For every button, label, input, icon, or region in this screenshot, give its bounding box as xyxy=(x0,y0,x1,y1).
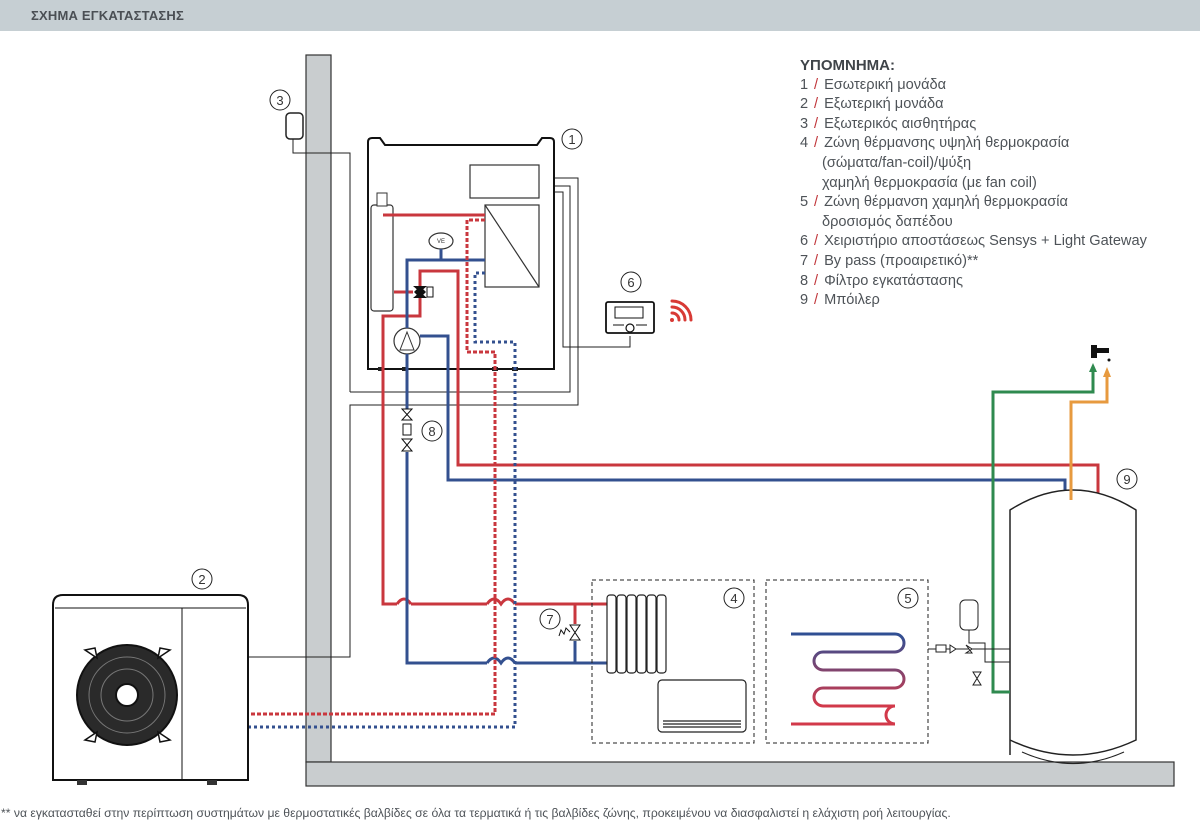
header-bar: ΣΧΗΜΑ ΕΓΚΑΤΑΣΤΑΣΗΣ xyxy=(0,0,1200,31)
legend-item-text: Εξωτερικός αισθητήρας xyxy=(824,115,977,132)
svg-text:4: 4 xyxy=(730,591,737,606)
legend-item: 1 / Εσωτερική μονάδα xyxy=(800,76,1147,96)
wifi-icon xyxy=(670,299,693,322)
svg-text:5: 5 xyxy=(904,591,911,606)
callout-4: 4 xyxy=(723,587,745,609)
legend-item-number: 8 xyxy=(800,272,809,289)
svg-text:6: 6 xyxy=(627,275,634,290)
legend-item-text: By pass (προαιρετικό)** xyxy=(824,252,979,269)
legend-item: 4 / Ζώνη θέρμανσης υψηλή θερμοκρασία xyxy=(800,134,1147,154)
domestic-hot-water xyxy=(1069,367,1111,500)
legend-item-number: 9 xyxy=(800,292,809,309)
svg-text:9: 9 xyxy=(1123,472,1130,487)
legend-item-text: Ζώνη θέρμανσης υψηλή θερμοκρασία xyxy=(824,135,1070,152)
remote-control xyxy=(605,301,655,334)
legend: ΥΠΟΜΝΗΜΑ: 1 / Εσωτερική μονάδα 2 / Εξωτερική … xyxy=(800,56,1147,311)
zone-4-high-temp xyxy=(591,579,755,744)
installation-filter xyxy=(400,408,414,452)
safety-group xyxy=(928,599,1010,686)
three-way-valve xyxy=(413,286,434,298)
outdoor-unit xyxy=(52,594,249,785)
legend-separator: / xyxy=(814,194,819,211)
legend-item-number: 1 xyxy=(800,76,809,93)
legend-item: 3 / Εξωτερικός αισθητήρας xyxy=(800,115,1147,135)
legend-separator: / xyxy=(814,135,819,152)
legend-item-number: 7 xyxy=(800,252,809,269)
domestic-cold-water xyxy=(991,363,1097,694)
legend-item: 5 / Ζώνη θέρμανση χαμηλή θερμοκρασία xyxy=(800,193,1147,213)
svg-text:1: 1 xyxy=(568,132,575,147)
svg-text:3: 3 xyxy=(276,93,283,108)
dhw-tank xyxy=(1009,489,1137,765)
refrigerant-lines xyxy=(247,218,517,729)
legend-item-continuation: (σώματα/fan-coil)/ψύξη xyxy=(800,154,1147,174)
zone-5-underfloor xyxy=(765,579,929,744)
callout-3: 3 xyxy=(269,89,291,111)
legend-item-text: Ζώνη θέρμανση χαμηλή θερμοκρασία xyxy=(824,194,1068,211)
legend-item-text: Εξωτερική μονάδα xyxy=(824,96,944,113)
legend-item-text: Χειριστήριο αποστάσεως Sensys + Light Ga… xyxy=(824,233,1147,250)
legend-item: 6 / Χειριστήριο αποστάσεως Sensys + Light … xyxy=(800,232,1147,252)
callout-8: 8 xyxy=(421,420,443,442)
callout-7: 7 xyxy=(539,608,561,630)
legend-separator: / xyxy=(814,272,819,289)
legend-item-number: 3 xyxy=(800,115,809,132)
bypass-valve xyxy=(558,624,581,641)
legend-item-number: 4 xyxy=(800,135,809,152)
fan-icon xyxy=(76,644,178,746)
svg-text:8: 8 xyxy=(428,424,435,439)
legend-separator: / xyxy=(814,76,819,93)
legend-item: 9 / Μπόιλερ xyxy=(800,291,1147,311)
legend-title: ΥΠΟΜΝΗΜΑ: xyxy=(800,57,895,74)
legend-separator: / xyxy=(814,96,819,113)
footnote: ** να εγκατασταθεί στην περίπτωση συστημ… xyxy=(1,806,951,820)
indoor-unit: VE xyxy=(367,137,555,371)
legend-item: 2 / Εξωτερική μονάδα xyxy=(800,95,1147,115)
legend-item-text: (σώματα/fan-coil)/ψύξη xyxy=(822,154,972,171)
legend-item-text: Εσωτερική μονάδα xyxy=(824,76,947,93)
callout-9: 9 xyxy=(1116,468,1138,490)
heating-coil xyxy=(1017,601,1126,701)
legend-item: 7 / By pass (προαιρετικό)** xyxy=(800,252,1147,272)
legend-item-text: χαμηλή θερμοκρασία (με fan coil) xyxy=(822,174,1037,191)
legend-item-number: 2 xyxy=(800,96,809,113)
outdoor-sensor xyxy=(285,112,351,392)
page-title: ΣΧΗΜΑ ΕΓΚΑΤΑΣΤΑΣΗΣ xyxy=(31,8,184,23)
legend-item-number: 5 xyxy=(800,194,809,211)
legend-item-continuation: δροσισμός δαπέδου xyxy=(800,213,1147,233)
legend-item-number: 6 xyxy=(800,233,809,250)
callout-2: 2 xyxy=(191,568,213,590)
fan-coil-icon xyxy=(657,679,747,733)
legend-separator: / xyxy=(814,115,819,132)
callout-6: 6 xyxy=(620,271,642,293)
legend-item: 8 / Φίλτρο εγκατάστασης xyxy=(800,272,1147,292)
legend-separator: / xyxy=(814,233,819,250)
legend-item-text: Φίλτρο εγκατάστασης xyxy=(824,272,963,289)
svg-text:2: 2 xyxy=(198,572,205,587)
legend-item-text: δροσισμός δαπέδου xyxy=(822,213,953,230)
legend-item-text: Μπόιλερ xyxy=(824,292,880,309)
expansion-vessel-label: VE xyxy=(437,239,445,245)
callout-1: 1 xyxy=(561,128,583,150)
faucet-icon xyxy=(1091,345,1111,362)
legend-separator: / xyxy=(814,292,819,309)
callout-5: 5 xyxy=(897,587,919,609)
radiator-icon xyxy=(606,594,667,674)
svg-text:7: 7 xyxy=(546,612,553,627)
building-wall xyxy=(305,54,1175,787)
legend-item-continuation: χαμηλή θερμοκρασία (με fan coil) xyxy=(800,174,1147,194)
legend-separator: / xyxy=(814,252,819,269)
underfloor-coil-icon xyxy=(791,632,906,708)
